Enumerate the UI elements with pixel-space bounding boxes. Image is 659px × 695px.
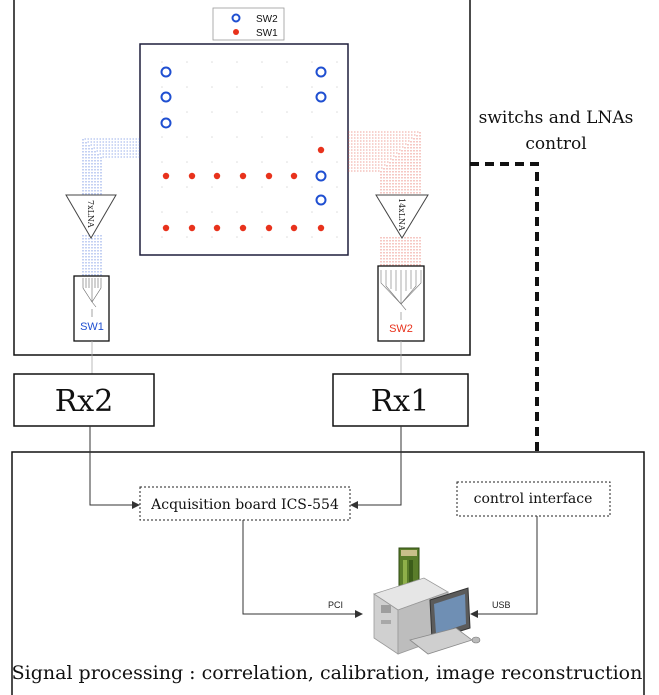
control-note-line1: switchs and LNAs	[479, 108, 634, 128]
link-pci-label: PCI	[328, 600, 343, 610]
link-usb-label: USB	[492, 600, 511, 610]
lna-amplifier-right: 14xLNA	[375, 194, 429, 239]
acquisition-board-label: Acquisition board ICS-554	[150, 497, 339, 513]
computer-workstation-icon	[373, 547, 481, 655]
legend-sw1-marker	[233, 29, 239, 35]
receiver-rx1: Rx1	[332, 373, 469, 427]
switch-box-sw1: SW1	[73, 275, 110, 342]
antenna-enclosure	[13, 0, 471, 356]
legend-sw1-label: SW1	[256, 28, 278, 39]
control-interface-label: control interface	[474, 491, 593, 507]
processing-enclosure	[11, 451, 645, 695]
lna-left-label: 7xLNA	[86, 200, 95, 228]
antenna-sw2	[315, 66, 327, 78]
processing-caption: Signal processing : correlation, calibra…	[12, 662, 643, 684]
antenna-sw1	[265, 224, 273, 232]
antenna-array-board	[139, 43, 349, 256]
antenna-sw2	[160, 117, 172, 129]
antenna-sw1	[188, 224, 196, 232]
antenna-sw2	[160, 66, 172, 78]
antenna-sw1	[265, 172, 273, 180]
switch-left-label: SW1	[80, 321, 104, 333]
legend-sw2-label: SW2	[256, 14, 278, 25]
antenna-sw1	[162, 224, 170, 232]
antenna-sw1	[317, 224, 325, 232]
legend: SW2 SW1	[212, 7, 285, 41]
antenna-sw1	[213, 172, 221, 180]
receiver-rx2-label: Rx2	[55, 384, 114, 419]
link-pci	[242, 520, 363, 618]
switch-right-label: SW2	[389, 323, 413, 335]
lna-right-label: 14xLNA	[397, 198, 406, 231]
antenna-sw1	[317, 146, 325, 154]
antenna-sw2	[315, 194, 327, 206]
red-cable-bundle	[348, 131, 421, 268]
antenna-sw1	[162, 172, 170, 180]
link-usb	[470, 516, 538, 618]
receiver-rx1-label: Rx1	[371, 384, 430, 419]
antenna-sw1	[239, 172, 247, 180]
antenna-sw1	[213, 224, 221, 232]
antenna-sw1	[239, 224, 247, 232]
blue-cable-bundle	[82, 138, 140, 276]
antenna-sw1	[188, 172, 196, 180]
link-rx2-acquisition	[89, 426, 140, 509]
switch-box-sw2: SW2	[377, 265, 425, 342]
control-interface: control interface	[456, 481, 611, 517]
link-rx1-acquisition	[350, 426, 402, 509]
antenna-sw2	[315, 170, 327, 182]
antenna-sw2	[315, 91, 327, 103]
receiver-rx2: Rx2	[13, 373, 155, 427]
acquisition-board: Acquisition board ICS-554	[139, 486, 351, 521]
control-dashed-link	[470, 162, 539, 452]
antenna-sw1	[290, 224, 298, 232]
lna-amplifier-left: 7xLNA	[65, 194, 117, 239]
legend-sw2-marker	[231, 13, 241, 23]
antenna-sw2	[160, 91, 172, 103]
antenna-sw1	[290, 172, 298, 180]
control-note-line2: control	[525, 134, 586, 154]
